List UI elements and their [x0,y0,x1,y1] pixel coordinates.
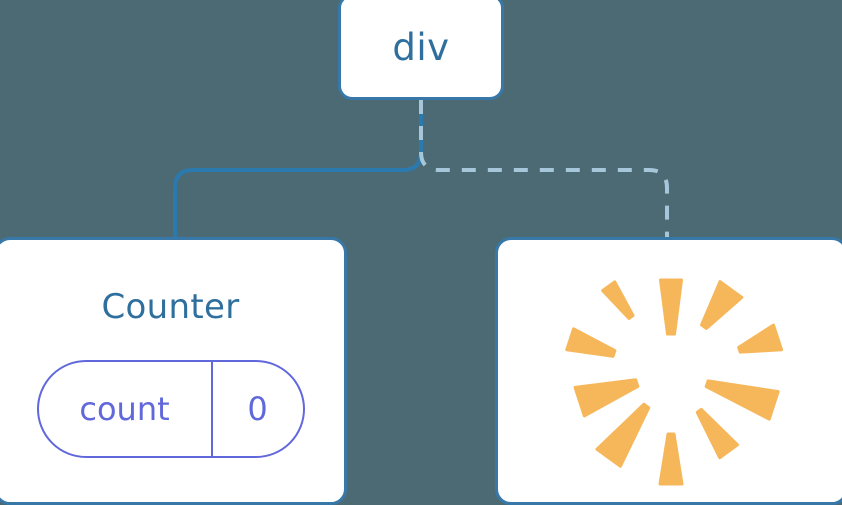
node-spinner[interactable] [495,237,842,505]
spinner-ray-2 [737,323,784,354]
node-counter-label: Counter [101,287,240,327]
connector-div-to-spinner [419,100,669,237]
connector-div-to-counter [173,100,423,237]
state-pill-value: 0 [247,390,268,428]
spinner-ray-1 [699,280,744,330]
node-counter[interactable]: Counter count 0 [0,237,347,505]
state-pill-key: count [39,362,213,456]
node-div[interactable]: div [338,0,504,100]
spinner-ray-6 [595,402,651,468]
node-div-label: div [392,25,450,69]
spinner-ray-8 [565,327,617,358]
loading-spinner-icon [565,278,784,486]
spinner-ray-9 [601,280,635,320]
spinner-ray-5 [658,432,684,486]
spinner-ray-3 [704,379,780,421]
state-pill-count[interactable]: count 0 [36,360,305,458]
spinner-ray-7 [573,378,640,418]
spinner-ray-4 [695,407,739,460]
spinner-ray-0 [659,278,683,336]
